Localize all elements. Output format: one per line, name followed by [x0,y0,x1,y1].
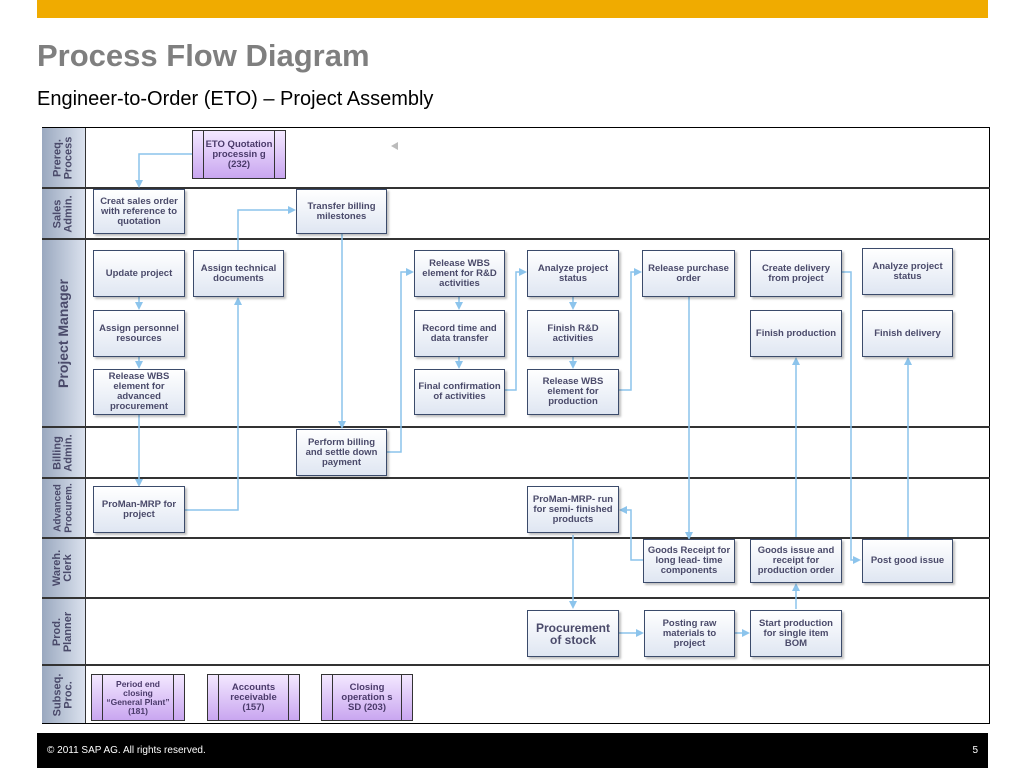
step-assign-personnel-resources[interactable]: Assign personnel resources [93,310,185,357]
step-release-wbs-advanced-procurement[interactable]: Release WBS element for advanced procure… [93,369,185,415]
lane-warehouse-clerk: Wareh. Clerk [42,539,86,597]
footer-bar: © 2011 SAP AG. All rights reserved. 5 [37,733,988,768]
step-release-wbs-production[interactable]: Release WBS element for production [527,369,619,415]
step-record-time[interactable]: Record time and data transfer [414,310,505,357]
process-accounts-receivable[interactable]: Accounts receivable (157) [207,674,300,721]
step-final-confirmation[interactable]: Final confirmation of activities [414,369,505,415]
step-analyze-project-status[interactable]: Analyze project status [527,250,619,297]
top-accent-bar [37,0,988,18]
step-start-production[interactable]: Start production for single item BOM [750,610,842,657]
arrow [842,271,861,564]
lane-divider [42,597,990,599]
lane-sales-admin: Sales Admin. [42,189,86,238]
step-perform-billing[interactable]: Perform billing and settle down payment [296,429,387,476]
arrow [185,297,242,511]
process-closing-operations-sd[interactable]: Closing operation s SD (203) [321,674,413,721]
step-finish-rd-activities[interactable]: Finish R&D activities [527,310,619,357]
page-subtitle: Engineer-to-Order (ETO) – Project Assemb… [37,88,434,110]
small-triangle-marker [391,142,398,150]
step-transfer-billing-milestones[interactable]: Transfer billing milestones [296,189,387,234]
lane-divider [42,477,990,479]
arrow [505,268,527,391]
copyright-text: © 2011 SAP AG. All rights reserved. [47,745,206,756]
step-finish-production[interactable]: Finish production [750,310,842,357]
lane-divider [42,426,990,428]
step-analyze-project-status-2[interactable]: Analyze project status [862,248,953,295]
lane-production-planner: Prod. Planner [42,599,86,664]
step-procurement-of-stock[interactable]: Procurement of stock [527,610,619,657]
lane-divider [42,187,990,189]
lane-subsequent-process: Subseq. Proc. [42,666,86,723]
step-release-wbs-rd[interactable]: Release WBS element for R&D activities [414,250,505,297]
step-proman-mrp-project[interactable]: ProMan-MRP for project [93,486,185,533]
step-release-purchase-order[interactable]: Release purchase order [642,250,735,297]
lane-project-manager: Project Manager [42,240,86,426]
lane-billing-admin: Billing Admin. [42,428,86,477]
lane-advanced-procurement: Advanced Procurem. [42,479,86,537]
step-create-delivery[interactable]: Create delivery from project [750,250,842,297]
arrow [619,268,642,391]
step-assign-technical-documents[interactable]: Assign technical documents [193,250,284,297]
step-goods-issue-receipt[interactable]: Goods issue and receipt for production o… [750,539,842,583]
step-finish-delivery[interactable]: Finish delivery [862,310,953,357]
step-posting-raw-materials[interactable]: Posting raw materials to project [644,610,735,657]
page-number: 5 [972,745,978,756]
arrow [619,506,643,561]
step-post-good-issue[interactable]: Post good issue [862,539,953,583]
lane-prereq-process: Prereq. Process [42,128,86,187]
arrow [387,268,414,453]
arrow [135,153,192,188]
lane-divider [42,537,990,539]
process-period-end-closing[interactable]: Period end closing “General Plant” (181) [91,674,185,721]
step-create-sales-order[interactable]: Creat sales order with reference to quot… [93,189,185,234]
lane-divider [42,664,990,666]
process-eto-quotation[interactable]: ETO Quotation processin g (232) [192,130,286,179]
step-proman-mrp-semi-finished[interactable]: ProMan-MRP- run for semi- finished produ… [527,486,619,533]
step-update-project[interactable]: Update project [93,250,185,297]
lane-divider [42,238,990,240]
step-goods-receipt[interactable]: Goods Receipt for long lead- time compon… [643,539,735,583]
page-title: Process Flow Diagram [37,38,370,73]
arrow [237,206,296,250]
